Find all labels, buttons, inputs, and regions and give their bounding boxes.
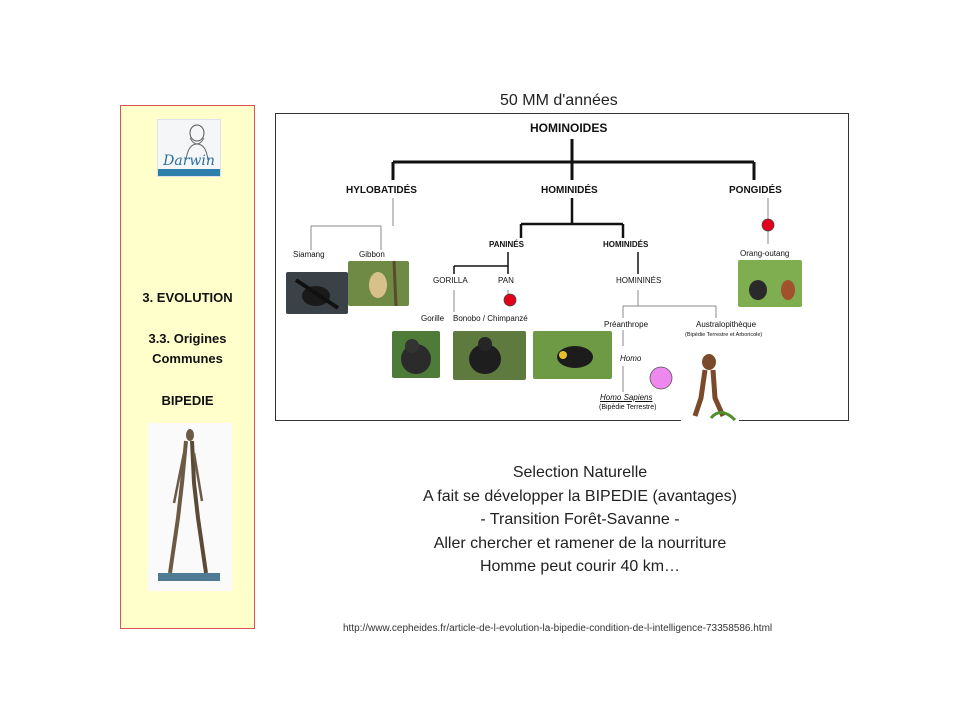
label-preanthrope: Préanthrope [604,320,649,329]
label-orang: Orang-outang [740,249,790,258]
label-homo: Homo [620,354,642,363]
bonobo-photo [453,331,526,380]
label-pongides: PONGIDÉS [729,185,782,196]
caption-block: Selection Naturelle A fait se développer… [370,461,790,579]
caption-line-3: - Transition Forêt-Savanne - [480,511,680,528]
section-title: 3. EVOLUTION [142,290,233,305]
caption-line-1: Selection Naturelle [512,464,648,481]
gibbon-photo [348,261,409,306]
label-hominines: HOMININÉS [616,276,662,285]
gorille-photo [392,331,440,378]
caption-line-5: Homme peut courir 40 km… [479,558,681,575]
label-australopitheque: Australopithèque [696,320,757,329]
siamang-photo [286,272,348,314]
walking-man-statue-image [148,423,232,591]
label-siamang: Siamang [293,250,325,259]
label-hylobatides: HYLOBATIDÉS [346,185,417,196]
diagram-header: 50 MM d'années [500,92,618,109]
pongides-marker [761,218,775,232]
sidebar-panel: Darwin 3. EVOLUTION 3.3. Origines Commun… [120,105,255,629]
label-gorille: Gorille [421,314,445,323]
label-australopitheque-note: (Bipèdie Terrestre et Arboricole) [685,332,763,338]
label-pan: PAN [498,276,514,285]
darwin-logo: Darwin [157,119,221,177]
orang-outang-photo [738,260,802,307]
label-panines: PANINÉS [489,240,524,249]
phylogeny-tree: HOMINOIDES HYLOBATIDÉS HOMINIDÉS PONGIDÉ… [275,113,849,422]
label-hominides-sub: HOMINIDÉS [603,240,649,249]
caption-line-4: Aller chercher et ramener de la nourritu… [433,534,727,552]
label-bonobo: Bonobo / Chimpanzé [453,314,528,323]
source-url: http://www.cepheides.fr/article-de-l-evo… [343,623,773,634]
subsection-line2: Communes [152,351,223,366]
darwin-portrait-icon [185,124,209,161]
label-hominides: HOMINIDÉS [541,185,598,196]
label-gorilla: GORILLA [433,276,468,285]
homo-marker [649,366,673,390]
topic-title: BIPEDIE [161,393,214,408]
pan-marker [503,293,517,307]
label-gibbon: Gibbon [359,250,385,259]
tree-connectors [310,139,775,392]
label-hominoides: HOMINOIDES [530,121,608,135]
chimpanze-photo [533,331,612,379]
label-homo-sapiens-note: (Bipèdie Terrestre) [599,404,657,411]
caption-line-2: A fait se développer la BIPEDIE (avantag… [423,487,737,505]
subsection-line1: 3.3. Origines [148,331,227,346]
logo-wordmark: Darwin [163,153,215,169]
logo-band [158,169,220,176]
label-homo-sapiens: Homo Sapiens [600,393,653,402]
australopitheque-photo [681,346,739,422]
